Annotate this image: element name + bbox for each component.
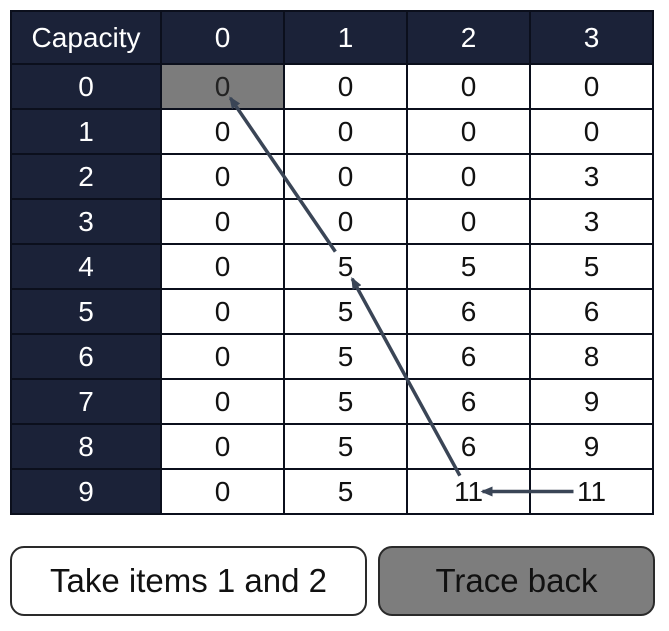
table-cell: 5 xyxy=(283,333,408,380)
capacity-row-header: 4 xyxy=(10,243,162,290)
table-cell: 6 xyxy=(406,423,531,470)
table-cell: 0 xyxy=(160,423,285,470)
table-cell: 6 xyxy=(406,288,531,335)
table-cell: 0 xyxy=(283,198,408,245)
take-items-label: Take items 1 and 2 xyxy=(50,562,327,599)
table-cell: 5 xyxy=(283,423,408,470)
column-header-3: 3 xyxy=(529,10,654,65)
capacity-row-header: 7 xyxy=(10,378,162,425)
capacity-row-header: 8 xyxy=(10,423,162,470)
table-cell: 0 xyxy=(160,153,285,200)
table-cell: 0 xyxy=(283,63,408,110)
table-cell: 0 xyxy=(283,153,408,200)
capacity-row-header: 9 xyxy=(10,468,162,515)
capacity-row-header: 3 xyxy=(10,198,162,245)
table-cell: 9 xyxy=(529,378,654,425)
table-cell: 0 xyxy=(160,288,285,335)
table-cell: 5 xyxy=(283,468,408,515)
table-cell: 5 xyxy=(406,243,531,290)
table-cell: 0 xyxy=(529,108,654,155)
table-cell: 0 xyxy=(406,198,531,245)
table-cell: 6 xyxy=(406,378,531,425)
table-cell: 5 xyxy=(283,378,408,425)
table-cell: 0 xyxy=(160,108,285,155)
table-cell: 11 xyxy=(406,468,531,515)
table-cell: 0 xyxy=(406,153,531,200)
table-cell: 0 xyxy=(406,63,531,110)
table-cell: 0 xyxy=(160,63,285,110)
table-cell: 0 xyxy=(283,108,408,155)
capacity-row-header: 1 xyxy=(10,108,162,155)
table-cell: 6 xyxy=(406,333,531,380)
table-cell: 9 xyxy=(529,423,654,470)
table-cell: 5 xyxy=(283,243,408,290)
trace-back-button[interactable]: Trace back xyxy=(378,546,655,616)
capacity-row-header: 6 xyxy=(10,333,162,380)
take-items-button[interactable]: Take items 1 and 2 xyxy=(10,546,367,616)
capacity-header: Capacity xyxy=(10,10,162,65)
table-cell: 0 xyxy=(160,198,285,245)
table-cell: 0 xyxy=(160,333,285,380)
column-header-1: 1 xyxy=(283,10,408,65)
table-cell: 0 xyxy=(529,63,654,110)
table-cell: 3 xyxy=(529,153,654,200)
table-header-row: Capacity 0 1 2 3 xyxy=(10,10,654,65)
capacity-row-header: 5 xyxy=(10,288,162,335)
column-header-0: 0 xyxy=(160,10,285,65)
table-cell: 6 xyxy=(529,288,654,335)
table-cell: 8 xyxy=(529,333,654,380)
table-cell: 0 xyxy=(160,243,285,290)
table-cell: 0 xyxy=(160,468,285,515)
table-cell: 5 xyxy=(283,288,408,335)
capacity-row-header: 2 xyxy=(10,153,162,200)
column-header-2: 2 xyxy=(406,10,531,65)
table-cell: 5 xyxy=(529,243,654,290)
table-cell: 0 xyxy=(406,108,531,155)
trace-back-label: Trace back xyxy=(435,562,598,599)
table-cell: 3 xyxy=(529,198,654,245)
table-cell: 0 xyxy=(160,378,285,425)
capacity-row-header: 0 xyxy=(10,63,162,110)
table-cell: 11 xyxy=(529,468,654,515)
